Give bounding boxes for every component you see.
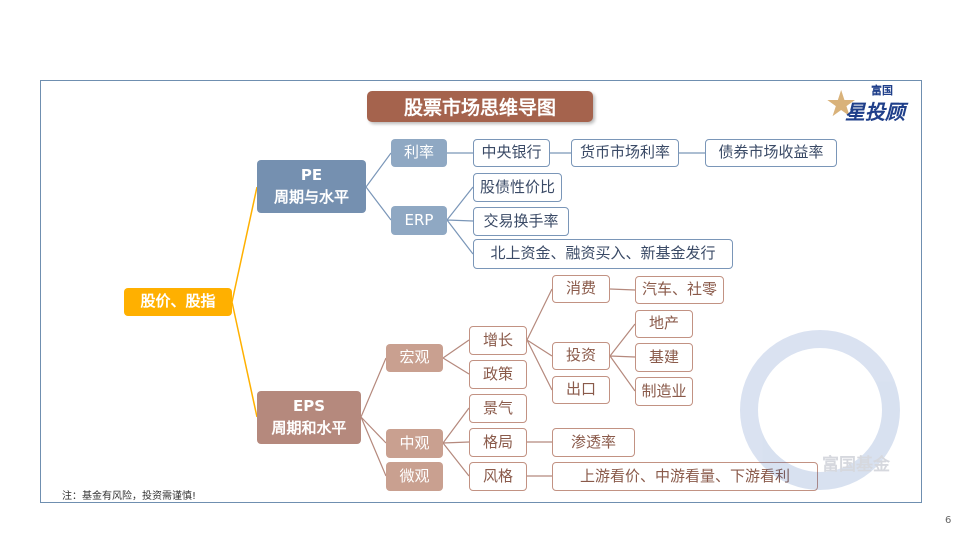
auto-retail-node: 汽车、社零 [635, 276, 724, 304]
style-node: 风格 [469, 462, 527, 491]
turnover-node: 交易换手率 [473, 207, 569, 236]
stock-bond-ratio-node: 股债性价比 [473, 173, 562, 202]
penetration-node: 渗透率 [552, 428, 635, 457]
bond-yield-node: 债券市场收益率 [705, 139, 837, 167]
risk-note: 注：基金有风险，投资需谨慎! [62, 491, 197, 502]
flows-node: 北上资金、融资买入、新基金发行 [473, 239, 733, 269]
slide-frame [40, 80, 922, 503]
watermark-logo: 富国基金 [740, 330, 920, 500]
real-estate-node: 地产 [635, 310, 693, 338]
manufacturing-node: 制造业 [635, 377, 693, 406]
prosperity-node: 景气 [469, 394, 527, 423]
pattern-node: 格局 [469, 428, 527, 457]
investment-node: 投资 [552, 342, 610, 370]
erp-node: ERP [391, 206, 447, 235]
star-icon: ★ [825, 84, 858, 125]
micro-node: 微观 [386, 462, 443, 491]
macro-node: 宏观 [386, 344, 443, 372]
rate-node: 利率 [391, 139, 447, 167]
page-title: 股票市场思维导图 [367, 91, 593, 122]
page-number: 6 [945, 515, 952, 526]
infrastructure-node: 基建 [635, 343, 693, 372]
money-market-rate-node: 货币市场利率 [571, 139, 679, 167]
root-node: 股价、股指 [124, 288, 232, 316]
central-bank-node: 中央银行 [473, 139, 550, 167]
brand-logo: ★ 富国 星投顾 [825, 84, 905, 125]
meso-node: 中观 [386, 429, 443, 458]
growth-node: 增长 [469, 326, 527, 355]
consumption-node: 消费 [552, 275, 610, 303]
policy-node: 政策 [469, 360, 527, 389]
export-node: 出口 [552, 376, 610, 404]
